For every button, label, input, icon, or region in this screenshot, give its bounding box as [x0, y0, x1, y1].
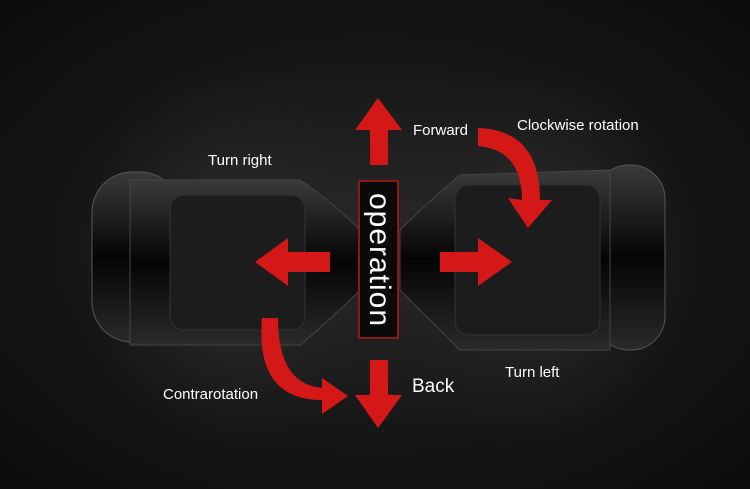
- turn-left-label: Turn left: [505, 364, 560, 381]
- turn-right-arrow-icon: [255, 238, 330, 286]
- forward-label: Forward: [413, 122, 469, 139]
- contrarotation-arrow-icon: [261, 318, 348, 414]
- clockwise-arrow-icon: [478, 128, 552, 228]
- turn-left-arrow-icon: [440, 238, 512, 286]
- contrarotation-label: Contrarotation: [163, 386, 259, 403]
- clockwise-rotation-label: Clockwise rotation: [517, 117, 639, 134]
- back-label: Back: [412, 376, 455, 397]
- back-arrow-icon: [355, 360, 402, 428]
- operation-label: operation: [362, 192, 396, 327]
- turn-right-label: Turn right: [208, 152, 272, 169]
- forward-arrow-icon: [355, 98, 402, 165]
- operation-label-box: operation: [358, 180, 399, 339]
